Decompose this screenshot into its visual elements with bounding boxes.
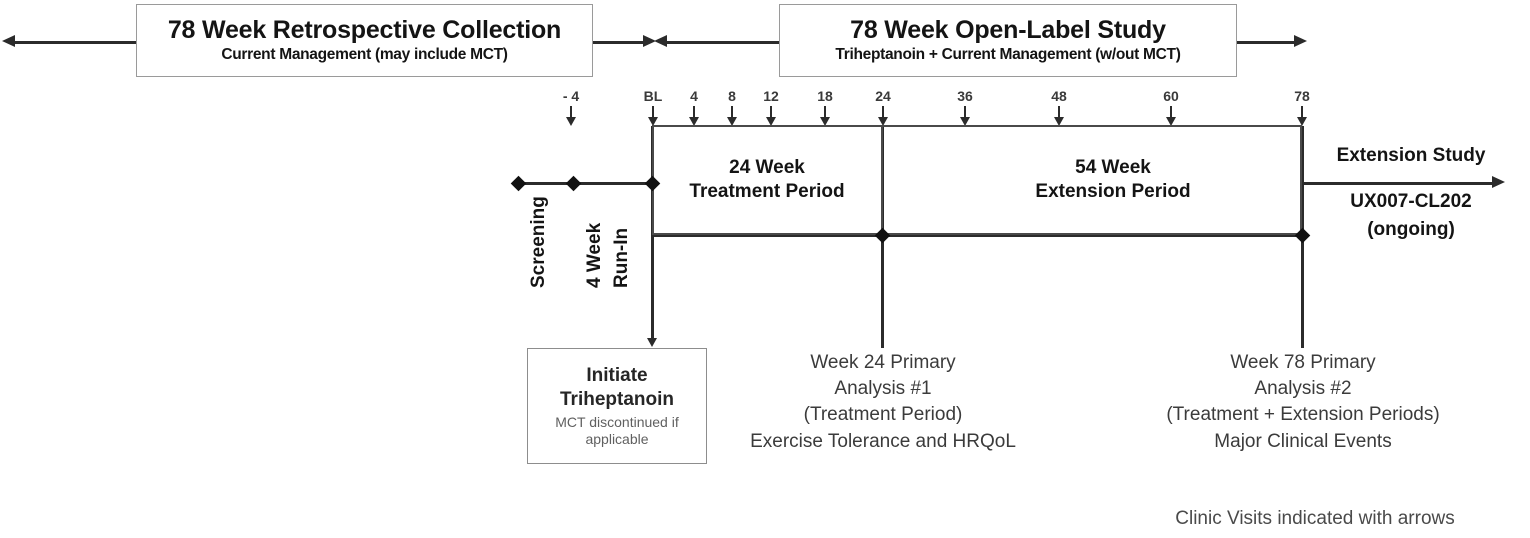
- timeline-tick-arrowhead: [820, 117, 830, 126]
- retrospective-left-arrowhead: [2, 35, 15, 47]
- analysis-1-line4: Exercise Tolerance and HRQoL: [750, 430, 1016, 452]
- openlabel-right-arrowhead: [1294, 35, 1307, 47]
- initiate-line1: Initiate: [586, 365, 648, 387]
- extension-study-status: (ongoing): [1367, 219, 1455, 240]
- timeline-tick-label: 4: [690, 88, 698, 104]
- baseline-drop-arrowhead: [647, 338, 657, 347]
- runin-label-line1: 4 Week: [584, 222, 605, 288]
- extension-study-arrowhead: [1492, 176, 1505, 188]
- timeline-tick-arrowhead: [960, 117, 970, 126]
- retrospective-title: 78 Week Retrospective Collection: [167, 15, 562, 44]
- extension-study-arrow-line: [1302, 182, 1496, 185]
- retrospective-left-arrow-line: [14, 41, 138, 44]
- timeline-tick-arrowhead: [648, 117, 658, 126]
- timeline-tick-arrow-shaft: [652, 106, 654, 119]
- timeline-tick-label: 60: [1163, 88, 1179, 104]
- analysis-1-line1: Week 24 Primary: [810, 352, 956, 373]
- retrospective-right-arrowhead: [643, 35, 656, 47]
- analysis-2-line1: Week 78 Primary: [1230, 352, 1376, 373]
- timeline-tick-arrow-shaft: [693, 106, 695, 119]
- timeline-tick-arrow-shaft: [882, 106, 884, 119]
- timeline-tick-arrow-shaft: [731, 106, 733, 119]
- period-bottom-rail: [652, 234, 1304, 237]
- openlabel-subtitle: Triheptanoin + Current Management (w/out…: [835, 46, 1181, 64]
- timeline-tick-arrowhead: [689, 117, 699, 126]
- timeline-tick-arrowhead: [566, 117, 576, 126]
- timeline-tick-label: 78: [1294, 88, 1310, 104]
- analysis-1-line2: Analysis #1: [834, 378, 932, 400]
- retrospective-right-arrow-line: [593, 41, 648, 44]
- analysis-1-callout: Week 24 Primary Analysis #1 (Treatment P…: [750, 350, 1016, 455]
- openlabel-left-arrowhead: [654, 35, 667, 47]
- timeline-tick-label: - 4: [562, 88, 580, 104]
- extension-period-box: [881, 125, 1302, 235]
- timeline-tick-label: 12: [763, 88, 779, 104]
- extension-period-line2: Extension Period: [1035, 181, 1191, 203]
- timeline-tick-arrow-shaft: [1058, 106, 1060, 119]
- analysis-2-line4: Major Clinical Events: [1214, 430, 1392, 452]
- timeline-tick-arrowhead: [1054, 117, 1064, 126]
- timeline-tick-arrow-shaft: [824, 106, 826, 119]
- treatment-period-line2: Treatment Period: [689, 181, 845, 203]
- openlabel-left-arrow-line: [664, 41, 781, 44]
- timeline-tick-arrow-shaft: [770, 106, 772, 119]
- treatment-period-line1: 24 Week: [729, 157, 805, 178]
- retrospective-collection-box: 78 Week Retrospective Collection Current…: [136, 4, 593, 77]
- timeline-tick-label: 18: [817, 88, 833, 104]
- timeline-tick-arrowhead: [766, 117, 776, 126]
- timeline-tick-label: 24: [875, 88, 891, 104]
- timeline-tick-arrowhead: [1297, 117, 1307, 126]
- timeline-tick-label: 8: [728, 88, 736, 104]
- analysis-1-line3: (Treatment Period): [803, 404, 963, 426]
- openlabel-title: 78 Week Open-Label Study: [850, 15, 1166, 44]
- runin-label-line2: Run-In: [611, 227, 632, 288]
- initiate-line2: Triheptanoin: [560, 389, 674, 411]
- retrospective-subtitle: Current Management (may include MCT): [221, 46, 508, 64]
- timeline-tick-label: 36: [957, 88, 973, 104]
- runin-start-node: [565, 175, 582, 192]
- analysis-2-callout: Week 78 Primary Analysis #2 (Treatment +…: [1166, 350, 1439, 455]
- analysis-2-line2: Analysis #2: [1254, 378, 1352, 400]
- clinic-visits-footnote: Clinic Visits indicated with arrows: [1175, 508, 1455, 529]
- initiate-note: MCT discontinued if applicable: [555, 413, 679, 447]
- timeline-tick-arrow-shaft: [1301, 106, 1303, 119]
- screening-start-node: [510, 175, 527, 192]
- initiate-triheptanoin-box: Initiate Triheptanoin MCT discontinued i…: [527, 348, 707, 464]
- extension-period-line1: 54 Week: [1075, 157, 1151, 178]
- timeline-tick-arrowhead: [727, 117, 737, 126]
- timeline-tick-arrow-shaft: [964, 106, 966, 119]
- screening-runin-baseline: [518, 182, 658, 185]
- openlabel-right-arrow-line: [1237, 41, 1299, 44]
- timeline-tick-arrowhead: [878, 117, 888, 126]
- timeline-tick-label: BL: [643, 88, 663, 104]
- screening-label: Screening: [528, 196, 549, 288]
- timeline-tick-arrow-shaft: [570, 106, 572, 119]
- extension-period-label: 54 Week Extension Period: [1035, 156, 1190, 205]
- openlabel-study-box: 78 Week Open-Label Study Triheptanoin + …: [779, 4, 1237, 77]
- timeline-tick-label: 48: [1051, 88, 1067, 104]
- extension-study-title: Extension Study: [1336, 145, 1486, 166]
- analysis-2-line3: (Treatment + Extension Periods): [1166, 404, 1440, 426]
- timeline-tick-arrowhead: [1166, 117, 1176, 126]
- timeline-tick-arrow-shaft: [1170, 106, 1172, 119]
- extension-study-code: UX007-CL202: [1350, 191, 1472, 212]
- treatment-period-label: 24 Week Treatment Period: [689, 156, 844, 205]
